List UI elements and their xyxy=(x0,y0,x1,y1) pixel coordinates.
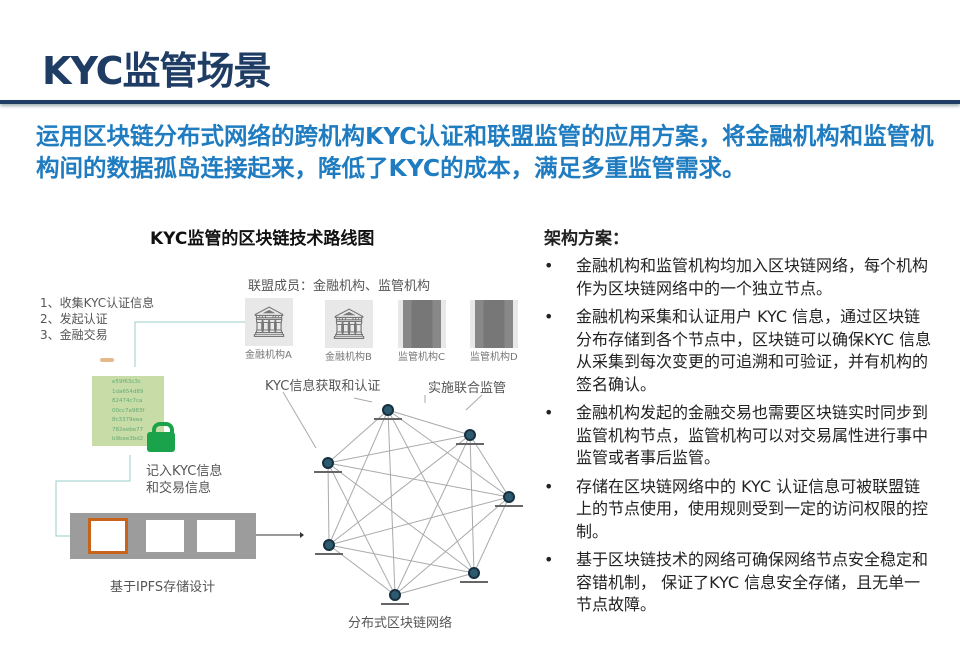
architecture-heading: 架构方案： xyxy=(544,229,629,249)
record-line: 记入KYC信息 xyxy=(146,464,223,479)
node-label-mark xyxy=(314,471,342,473)
node-label-mark xyxy=(381,603,409,605)
institution-c: 监管机构C xyxy=(398,300,446,363)
hash-line: 8c3379eea xyxy=(112,417,143,423)
building-icon xyxy=(470,300,518,348)
network-node xyxy=(503,491,515,503)
network-edge xyxy=(328,409,389,546)
hash-line: 82474c7ca xyxy=(112,398,143,404)
members-header: 联盟成员：金融机构、监管机构 xyxy=(248,279,431,294)
bullet-item: 金融机构采集和认证用户 KYC 信息，通过区块链分布存储到各个节点中，区块链可以… xyxy=(544,306,934,396)
network-edge xyxy=(327,462,475,574)
ipfs-label: 基于IPFS存储设计 xyxy=(110,580,216,595)
bank-icon: 🏛 xyxy=(325,300,373,348)
network-label: 分布式区块链网络 xyxy=(348,616,453,631)
slide-title: KYC监管场景 xyxy=(42,49,271,93)
hash-line: b9bee3bd2 xyxy=(112,436,144,442)
bullet-item: 金融机构和监管机构均加入区块链网络，每个机构作为区块链网络中的一个独立节点。 xyxy=(544,255,934,300)
network-edge xyxy=(473,496,510,574)
hash-line: 1da654d89 xyxy=(112,388,144,395)
network-edge xyxy=(328,544,396,596)
ipfs-storage-block xyxy=(70,513,256,559)
bank-icon: 🏛 xyxy=(245,298,293,346)
bullet-item: 基于区块链技术的网络可确保网络节点安全稳定和容错机制， 保证了KYC 信息安全存… xyxy=(544,549,934,617)
connector-line xyxy=(55,455,131,537)
bullet-item: 存储在区块链网络中的 KYC 认证信息可被联盟链上的节点使用，使用规则受到一定的… xyxy=(544,476,934,544)
lock-shackle xyxy=(152,422,174,438)
network-edge xyxy=(327,434,471,464)
network-node xyxy=(323,539,335,551)
record-line: 和交易信息 xyxy=(146,481,212,496)
node-label-mark xyxy=(374,418,402,420)
network-edge xyxy=(387,409,475,574)
hash-line: 00cc7a983f xyxy=(112,407,145,414)
lead-text: 运用区块链分布式网络的跨机构KYC认证和联盟监管的应用方案，将金融机构和监管机构… xyxy=(36,122,934,182)
block-page xyxy=(88,518,128,554)
network-edge xyxy=(327,462,510,498)
record-label: 记入KYC信息 和交易信息 xyxy=(146,463,222,497)
connector-line xyxy=(134,321,245,367)
network-node xyxy=(464,429,476,441)
hash-line: 782eebe77 xyxy=(112,426,144,433)
institution-a: 🏛 金融机构A xyxy=(245,298,293,361)
network-edge xyxy=(327,462,330,546)
step: 2、发起认证 xyxy=(40,312,108,326)
network-edge xyxy=(394,572,475,596)
building-icon xyxy=(398,300,446,348)
step: 3、金融交易 xyxy=(40,328,108,342)
step: 1、收集KYC认证信息 xyxy=(40,296,155,310)
node-label-mark xyxy=(460,581,488,583)
title-divider xyxy=(0,100,960,104)
node-label-mark xyxy=(456,443,484,445)
node-label-mark xyxy=(495,505,523,507)
network-edge xyxy=(328,496,510,546)
key-icon xyxy=(100,358,114,362)
network-edge xyxy=(387,409,510,498)
network-edge xyxy=(327,409,389,464)
network-edge xyxy=(394,434,471,596)
network-node xyxy=(468,567,480,579)
architecture-panel: 架构方案： 金融机构和监管机构均加入区块链网络，每个机构作为区块链网络中的一个独… xyxy=(544,224,934,623)
network-edge xyxy=(387,409,471,436)
block-page xyxy=(197,520,235,552)
network-edge xyxy=(394,496,510,596)
diagram-title: KYC监管的区块链技术路线图 xyxy=(150,229,375,249)
steps-list: 1、收集KYC认证信息 2、发起认证 3、金融交易 xyxy=(40,295,154,343)
network-node xyxy=(322,457,334,469)
kyc-auth-label: KYC信息获取和认证 xyxy=(265,379,381,394)
network-node xyxy=(382,404,394,416)
joint-supervision-label: 实施联合监管 xyxy=(428,381,507,396)
network-node xyxy=(389,589,401,601)
network-edge xyxy=(327,462,396,596)
hash-line: e59f63c3c xyxy=(112,379,141,385)
network-edge xyxy=(328,434,471,546)
institution-b: 🏛 金融机构B xyxy=(325,300,373,363)
network-edge xyxy=(387,409,396,596)
bullet-item: 金融机构发起的金融交易也需要区块链实时同步到监管机构节点，监管机构可以对交易属性… xyxy=(544,402,934,470)
block-page xyxy=(146,520,184,552)
diagram-lines xyxy=(55,321,523,605)
network-edge xyxy=(469,434,475,574)
node-label-mark xyxy=(315,553,343,555)
network-edge xyxy=(469,434,510,498)
lock-icon xyxy=(147,432,175,452)
network-edge xyxy=(328,544,475,574)
institution-d: 监管机构D xyxy=(470,300,518,363)
